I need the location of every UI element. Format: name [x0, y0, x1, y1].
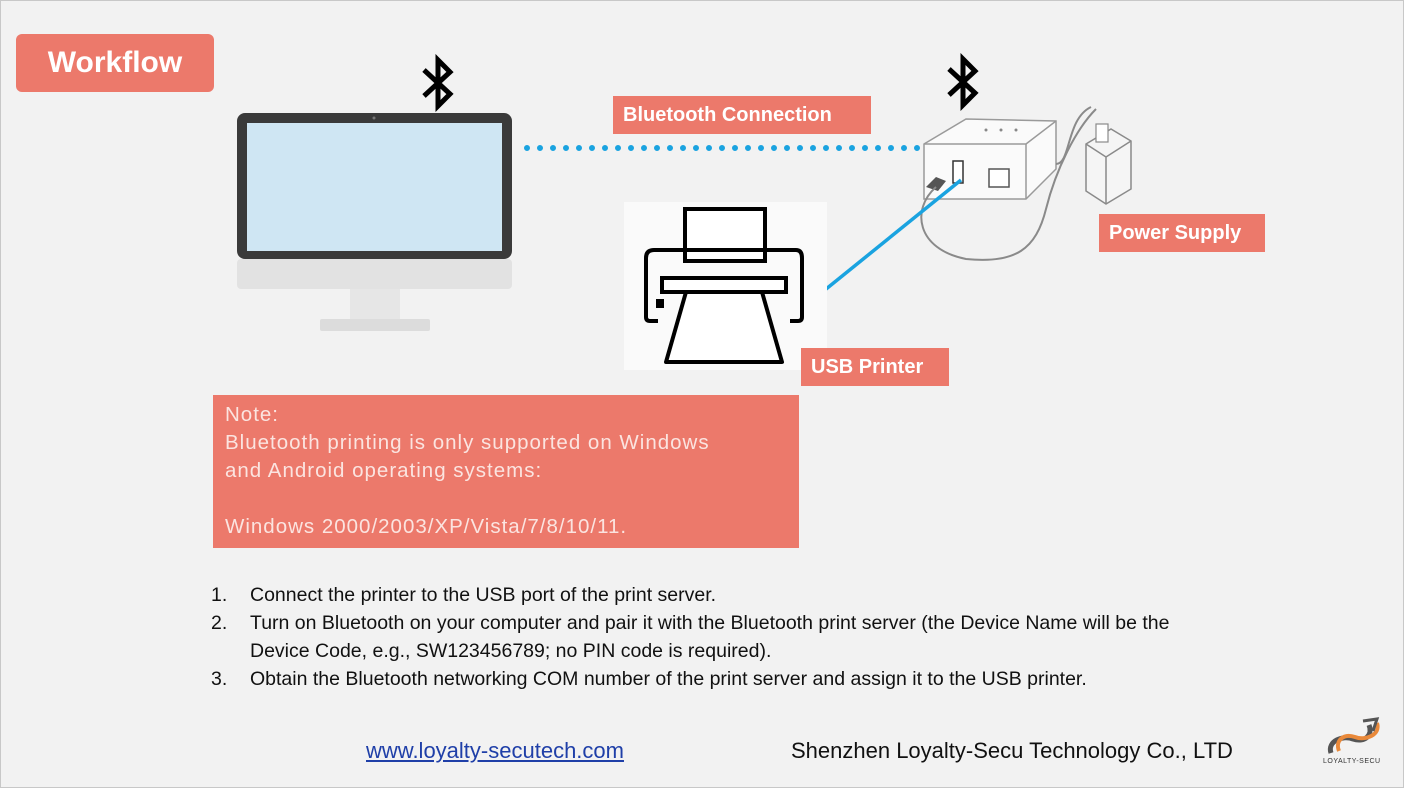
note-line: and Android operating systems:	[225, 459, 543, 482]
usb-connection-line	[808, 178, 963, 304]
steps-list: 1. Connect the printer to the USB port o…	[211, 581, 1231, 693]
bluetooth-icon	[422, 54, 454, 112]
list-item-text: Connect the printer to the USB port of t…	[250, 584, 717, 606]
logo-icon	[1327, 717, 1380, 754]
note-heading: Note:	[225, 403, 279, 426]
company-name: Shenzhen Loyalty-Secu Technology Co., LT…	[791, 738, 1233, 763]
list-item: 2. Turn on Bluetooth on your computer an…	[211, 609, 1231, 665]
bluetooth-icon	[947, 53, 979, 111]
list-item-number: 3.	[211, 668, 228, 690]
list-item-text: Obtain the Bluetooth networking COM numb…	[250, 668, 1087, 690]
usb-printer-label: USB Printer	[801, 348, 949, 386]
monitor-icon	[237, 113, 512, 331]
note-line: Bluetooth printing is only supported on …	[225, 431, 710, 454]
bluetooth-connection-label: Bluetooth Connection	[613, 96, 871, 134]
title-badge: Workflow	[16, 34, 214, 92]
note-line: Windows 2000/2003/XP/Vista/7/8/10/11.	[225, 515, 628, 538]
bluetooth-connection-line	[524, 145, 929, 151]
note-blank-line	[225, 485, 787, 513]
list-item-number: 2.	[211, 612, 228, 634]
list-item-number: 1.	[211, 584, 228, 606]
print-server-icon	[920, 106, 1132, 261]
printer-icon	[624, 202, 827, 370]
list-item: 3. Obtain the Bluetooth networking COM n…	[211, 665, 1231, 693]
list-item-text: Turn on Bluetooth on your computer and p…	[250, 612, 1170, 662]
website-link[interactable]: www.loyalty-secutech.com	[366, 738, 624, 763]
list-item: 1. Connect the printer to the USB port o…	[211, 581, 1231, 609]
logo-text: LOYALTY-SECU	[1323, 758, 1381, 765]
power-supply-label: Power Supply	[1099, 214, 1265, 252]
note-box: Note: Bluetooth printing is only support…	[213, 395, 799, 548]
